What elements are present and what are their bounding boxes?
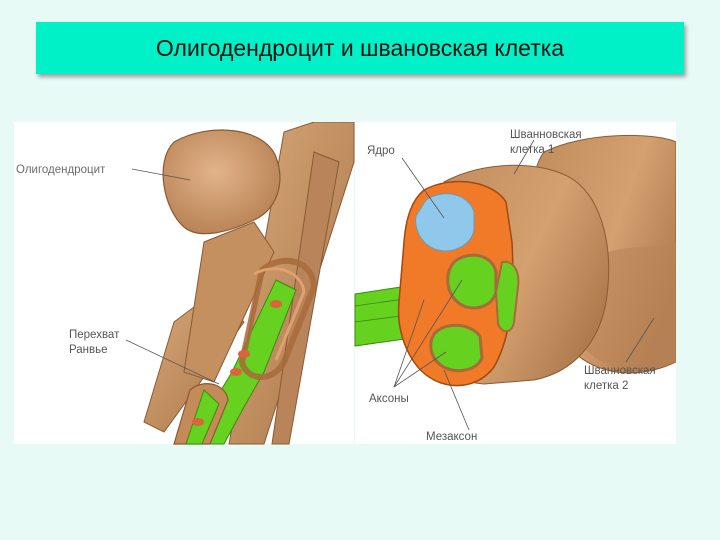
label-node-line1: Перехват (69, 329, 120, 341)
cell-process-strip (183, 221, 275, 383)
axon-compartment (494, 260, 520, 333)
oligodendrocyte-body (162, 129, 281, 235)
label-axons: Аксоны (369, 393, 409, 405)
axon (185, 389, 220, 445)
node-dot (270, 300, 282, 308)
myelin-sheath (238, 258, 318, 380)
label-oligodendrocyte: Олигодендроцит (16, 164, 106, 176)
oligodendrocyte-panel: Олигодендроцит Перехват Ранвье (14, 122, 355, 445)
leader-line-schwann1 (513, 139, 535, 175)
leader-line-node (125, 339, 220, 385)
node-dot (192, 418, 204, 426)
leader-line-axon (393, 351, 447, 388)
label-schwann2-line1: Шванновская (584, 365, 656, 377)
schwann-panel: Шванновская клетка 1 Ядро Аксоны Мезаксо… (354, 122, 676, 444)
leader-line-axon (393, 299, 425, 388)
leader-line-oligodendrocyte (131, 168, 191, 181)
myelin-layer (253, 267, 306, 361)
leader-line-mesaxon (443, 369, 470, 431)
label-schwann2-line2: клетка 2 (584, 380, 628, 392)
label-schwann1-line1: Шванновская (510, 129, 582, 141)
slide-title: Олигодендроцит и швановская клетка (155, 34, 565, 61)
label-node-line2: Ранвье (69, 344, 108, 356)
nucleus (415, 193, 475, 252)
axon-compartment (429, 323, 484, 373)
title-bar: Олигодендроцит и швановская клетка (36, 22, 684, 74)
label-nucleus: Ядро (367, 145, 395, 157)
node-dot (230, 368, 242, 376)
cell-process-strip (271, 151, 340, 445)
node-dot (238, 350, 250, 358)
label-schwann1-line2: клетка 1 (510, 144, 554, 156)
leader-line-axon (393, 279, 463, 388)
leader-line-nucleus (401, 157, 445, 219)
leader-line-schwann2 (625, 317, 655, 363)
label-mesaxon: Мезаксон (426, 431, 477, 443)
figure: Олигодендроцит Перехват Ранвье Шван (14, 122, 676, 445)
axon-compartment (446, 253, 498, 310)
